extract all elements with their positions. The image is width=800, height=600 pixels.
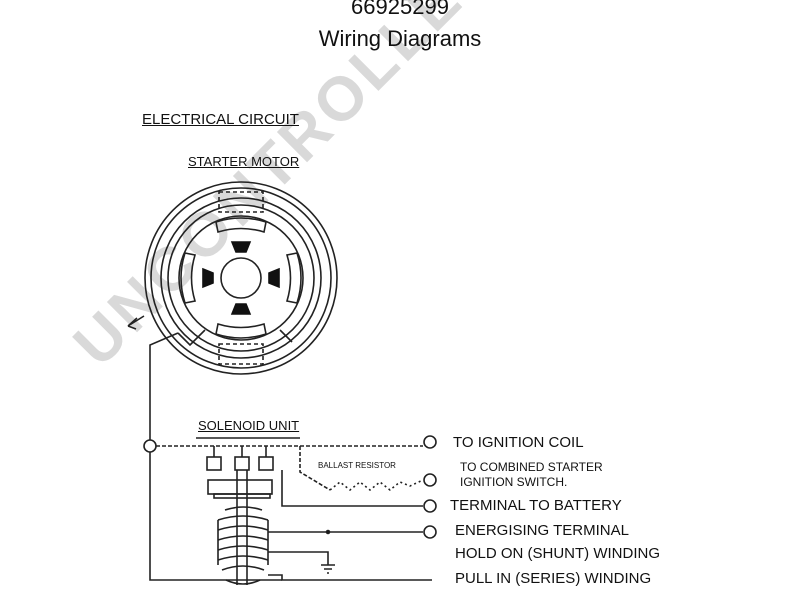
page-title: Wiring Diagrams [318,26,482,51]
solenoid-drawing [196,437,300,585]
label-battery: TERMINAL TO BATTERY [450,497,622,514]
label-energising: ENERGISING TERMINAL [455,522,629,539]
label-combined-starter-2: IGNITION SWITCH. [460,475,568,489]
terminal-energising [423,525,437,539]
label-ignition-coil: TO IGNITION COIL [453,434,584,451]
section-heading: ELECTRICAL CIRCUIT [142,111,299,128]
starter-motor-label: STARTER MOTOR [188,154,300,169]
ballast-resistor-label: BALLAST RESISTOR [318,461,396,470]
terminal-battery [423,499,437,513]
earth-arrow-icon [127,315,145,330]
solenoid-unit-label: SOLENOID UNIT [198,418,300,433]
terminal-ignition-coil [423,435,437,449]
part-number: 66925299 [351,0,449,19]
starter-motor-drawing [144,181,338,375]
terminal-combined-starter [423,473,437,487]
label-combined-starter-1: TO COMBINED STARTER [460,460,603,474]
brushes [202,241,280,315]
label-pull-in: PULL IN (SERIES) WINDING [455,570,652,587]
label-hold-on: HOLD ON (SHUNT) WINDING [455,545,660,562]
